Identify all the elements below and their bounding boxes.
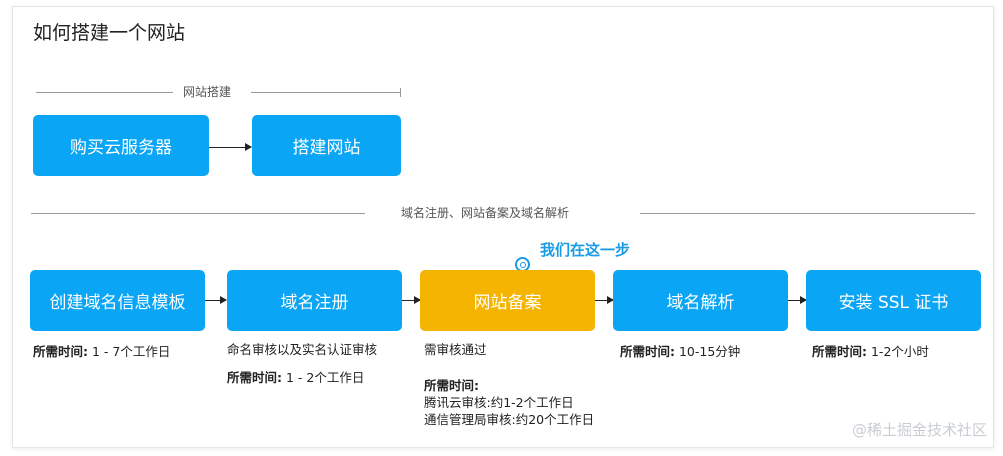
domain-resolve-box: 域名解析 [613, 270, 788, 331]
filing-line-miit: 通信管理局审核:约20个工作日 [424, 412, 595, 427]
arrow-filing-to-resolve [595, 296, 614, 304]
register-time-label: 所需时间: [227, 370, 282, 385]
resolve-time-value: 10-15分钟 [678, 344, 741, 359]
diagram-card [12, 6, 994, 448]
section1-label: 网站搭建 [183, 85, 232, 99]
section1-divider-end [400, 88, 401, 97]
watermark: @稀土掘金技术社区 [851, 421, 987, 439]
resolve-time-note: 所需时间: 10-15分钟 [620, 343, 740, 360]
ssl-time-value: 1-2个小时 [870, 344, 929, 359]
build-website-box: 搭建网站 [252, 115, 401, 176]
section2-divider-left [31, 213, 365, 214]
arrow-resolve-to-ssl [788, 296, 807, 304]
filing-line-tencent: 腾讯云审核:约1-2个工作日 [424, 395, 574, 410]
install-ssl-box: 安装 SSL 证书 [806, 270, 981, 331]
create-domain-template-box: 创建域名信息模板 [30, 270, 205, 331]
buy-cloud-server-box: 购买云服务器 [33, 115, 209, 176]
website-filing-box: 网站备案 [420, 270, 595, 331]
filing-time-note: 所需时间: 腾讯云审核:约1-2个工作日 通信管理局审核:约20个工作日 [424, 377, 594, 428]
section2-divider-right [640, 213, 975, 214]
template-time-label: 所需时间: [33, 344, 88, 359]
arrow-buy-to-build [209, 143, 252, 151]
page-title: 如何搭建一个网站 [33, 22, 186, 44]
section1-divider-left [36, 92, 173, 93]
arrow-register-to-filing [402, 296, 421, 304]
template-time-note: 所需时间: 1 - 7个工作日 [33, 343, 170, 360]
resolve-time-label: 所需时间: [620, 344, 675, 359]
ssl-time-note: 所需时间: 1-2个小时 [812, 343, 929, 360]
register-time-value: 1 - 2个工作日 [285, 370, 365, 385]
ssl-time-label: 所需时间: [812, 344, 867, 359]
callout-text: 我们在这一步 [540, 241, 631, 259]
filing-time-label: 所需时间: [424, 378, 479, 393]
domain-register-box: 域名注册 [227, 270, 402, 331]
section1-divider-right [251, 92, 400, 93]
register-desc: 命名审核以及实名认证审核 [227, 342, 378, 357]
register-time-note: 所需时间: 1 - 2个工作日 [227, 369, 364, 386]
template-time-value: 1 - 7个工作日 [91, 344, 171, 359]
filing-desc: 需审核通过 [424, 342, 487, 357]
arrow-template-to-register [205, 296, 227, 304]
section2-label: 域名注册、网站备案及域名解析 [401, 206, 570, 220]
